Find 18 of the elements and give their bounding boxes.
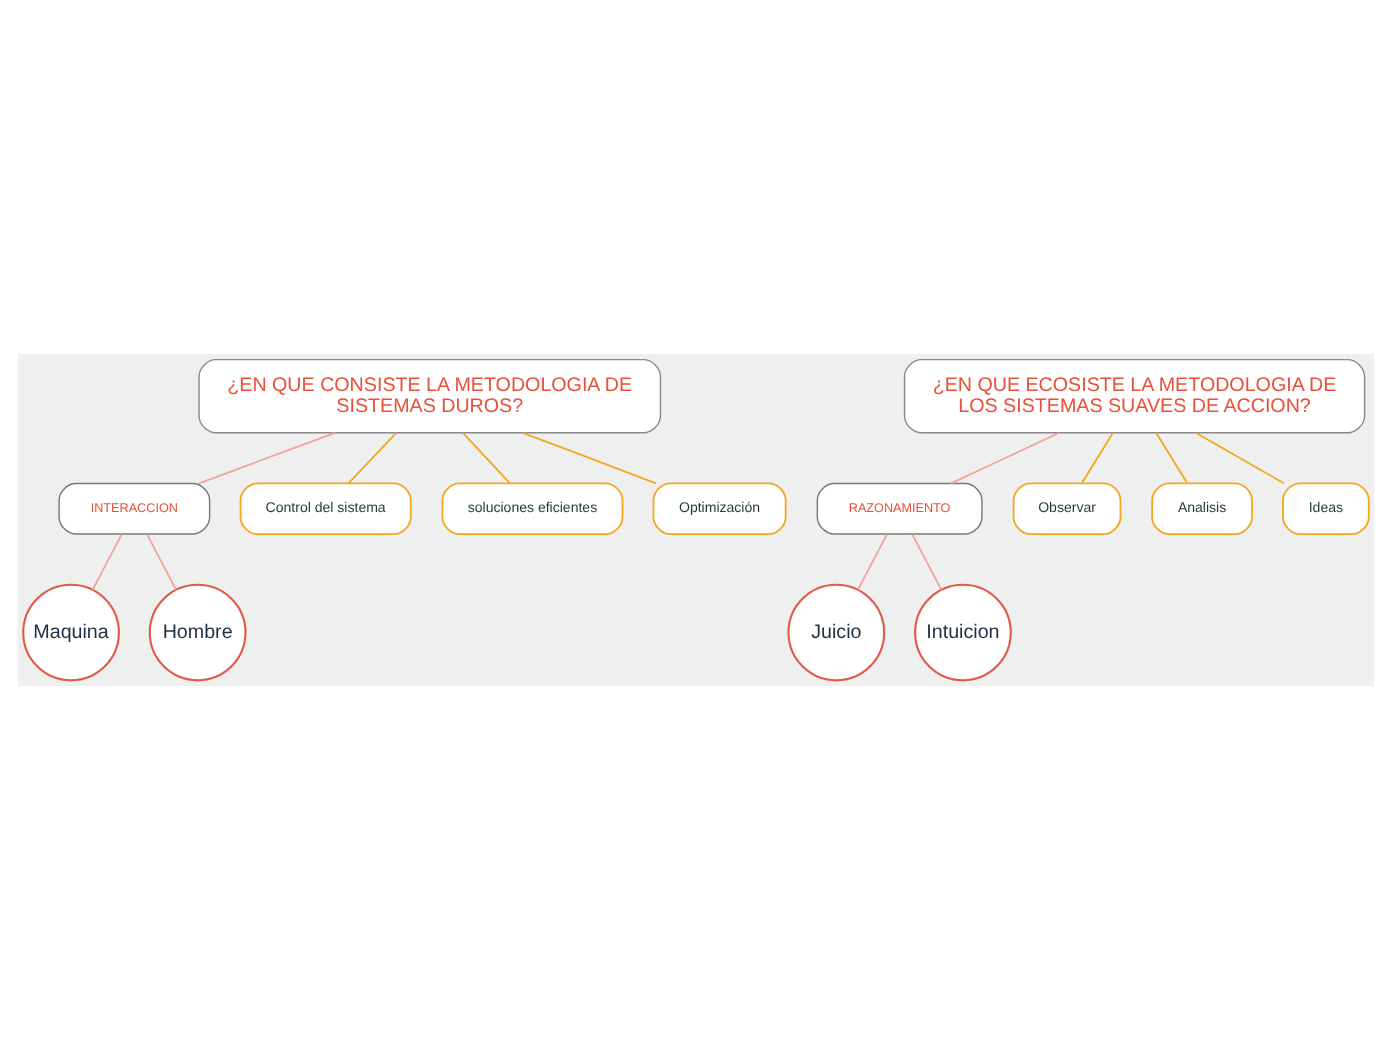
connector [1155,432,1188,484]
node-circle: Juicio [787,583,886,682]
connector [1081,432,1114,484]
node-circle: Intuicion [914,583,1012,682]
node-box: ¿EN QUE ECOSISTE LA METODOLOGIA DE LOS SISTEMAS SUAVES DE ACCION? [903,358,1366,434]
connector [348,432,398,484]
connector [857,533,888,591]
connector [461,432,511,484]
connector [146,533,177,591]
connector [198,431,336,485]
connector [950,432,1060,485]
node-circle: Maquina [22,583,120,682]
connector [521,431,657,485]
node-circle: Hombre [148,583,247,682]
connector [1195,432,1285,485]
node-box: ¿EN QUE CONSISTE LA METODOLOGIA DE SISTEMAS DUROS? [198,358,662,434]
connector [911,533,943,591]
connector [91,533,123,591]
